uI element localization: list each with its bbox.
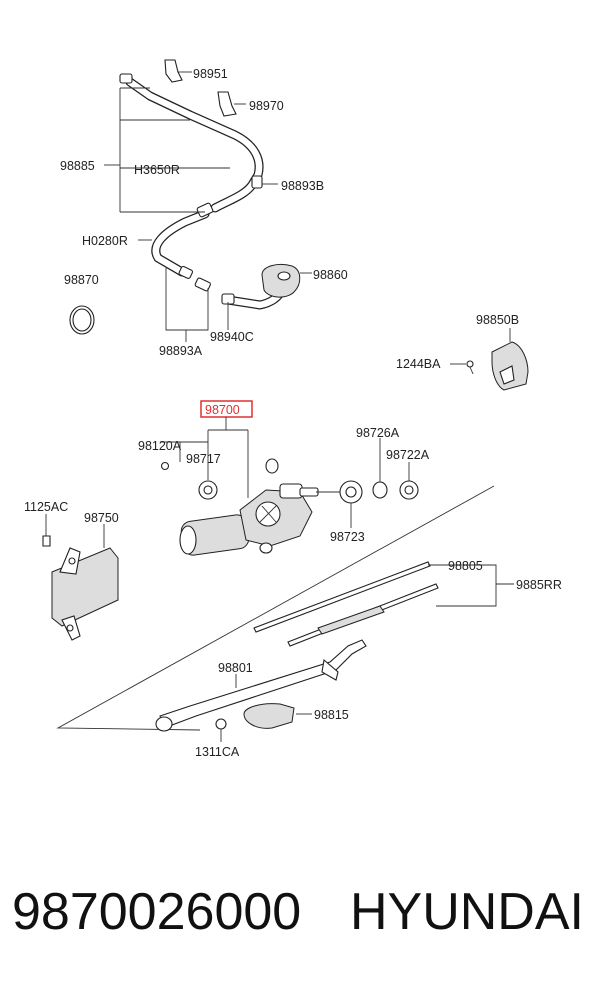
label-98951: 98951 [193, 67, 228, 81]
label-1311ca: 1311CA [195, 745, 240, 759]
label-98850b: 98850B [476, 313, 519, 327]
bracket-assembly [42, 514, 119, 641]
label-98970: 98970 [249, 99, 284, 113]
label-98940c: 98940C [210, 330, 254, 344]
wiper-motor-assembly [160, 400, 419, 556]
label-9885rr: 9885RR [516, 578, 562, 592]
label-98750: 98750 [84, 511, 119, 525]
part-number: 9870026000 [12, 883, 302, 941]
washer-hose-assembly [69, 59, 312, 342]
highlight-box [200, 400, 253, 418]
label-98120a: 98120A [138, 439, 182, 453]
wiper-arm-blade [56, 485, 514, 742]
label-98885: 98885 [60, 159, 95, 173]
label-98870: 98870 [64, 273, 99, 287]
label-98717: 98717 [186, 452, 221, 466]
label-1244ba: 1244BA [396, 357, 441, 371]
cap-assembly [450, 328, 529, 391]
label-98815: 98815 [314, 708, 349, 722]
label-h3650r: H3650R [134, 163, 180, 177]
label-98722a: 98722A [386, 448, 430, 462]
parts-diagram: 98951 98970 98885 H3650R 98893B H0280R 9… [24, 59, 562, 759]
label-98860: 98860 [313, 268, 348, 282]
label-h0280r: H0280R [82, 234, 128, 248]
label-1125ac: 1125AC [24, 500, 68, 514]
label-98801: 98801 [218, 661, 253, 675]
label-98805: 98805 [448, 559, 483, 573]
label-98893b: 98893B [281, 179, 324, 193]
brand-name: HYUNDAI [349, 883, 584, 941]
footer: 9870026000 HYUNDAI [0, 872, 600, 952]
label-98726a: 98726A [356, 426, 400, 440]
label-98700: 98700 [205, 403, 240, 417]
label-98723: 98723 [330, 530, 365, 544]
label-98893a: 98893A [159, 344, 203, 358]
